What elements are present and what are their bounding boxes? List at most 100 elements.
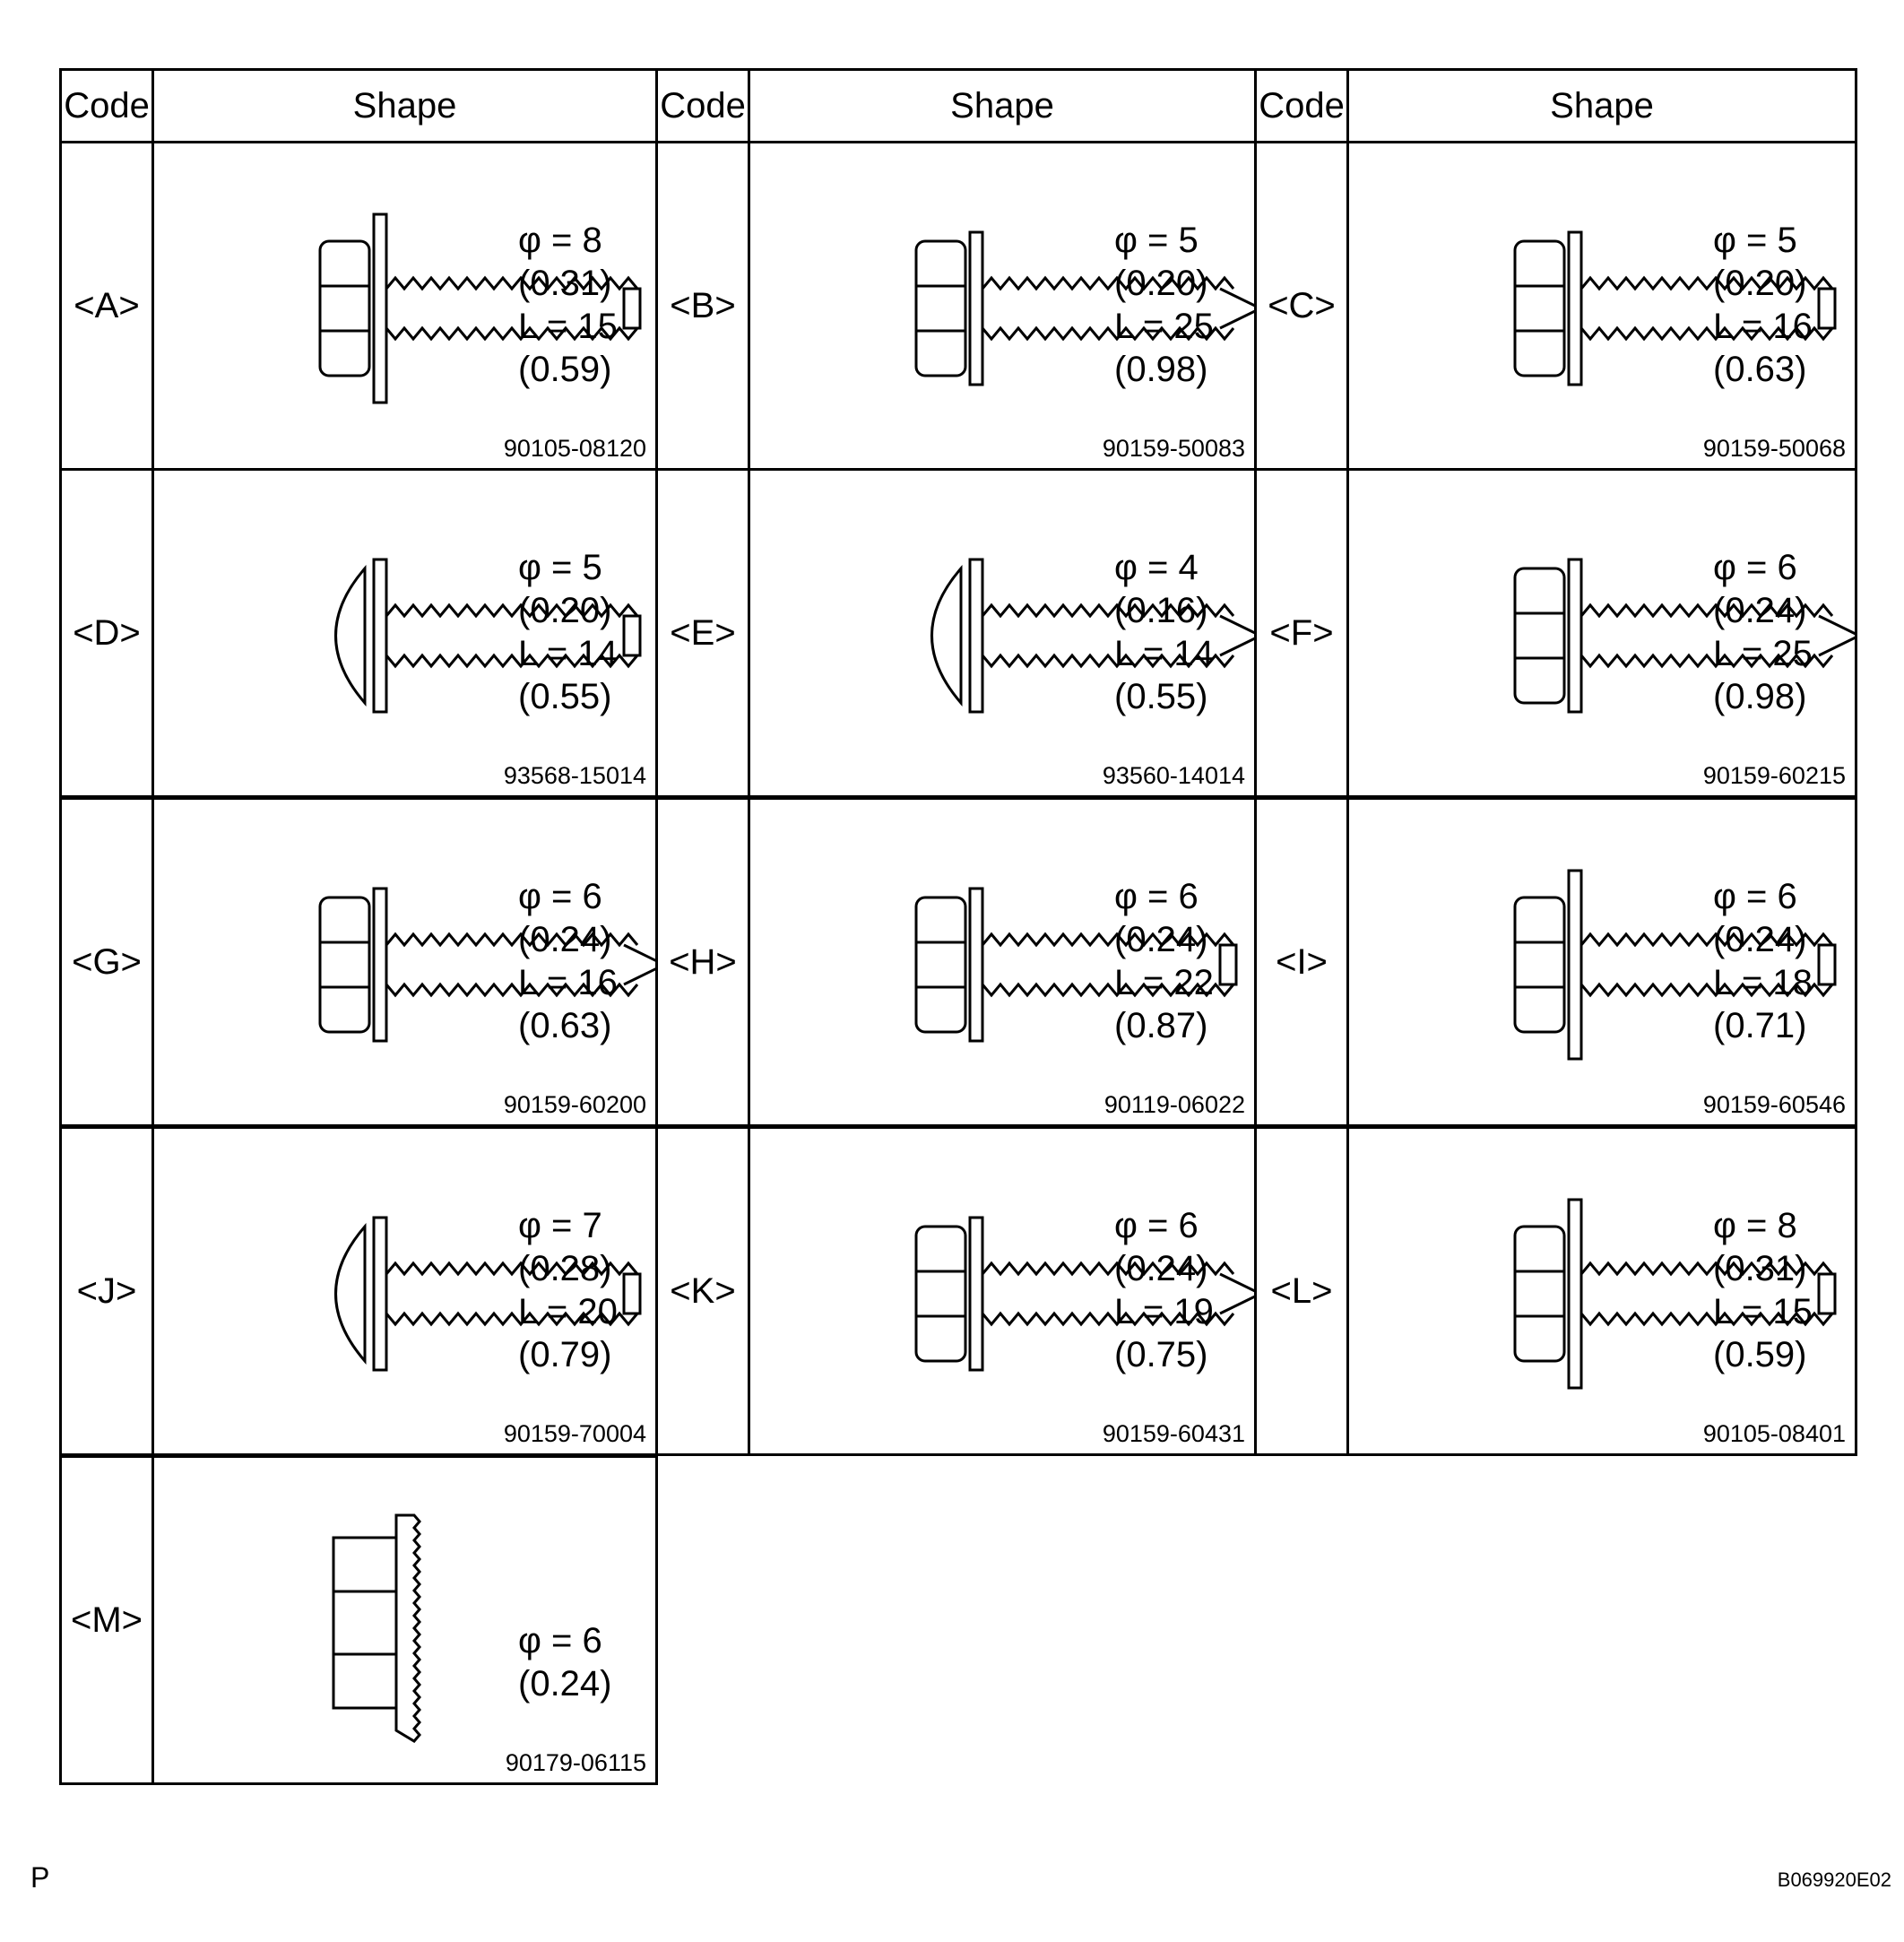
part-number: 90159-60431 [1102, 1420, 1245, 1447]
blunt-tip [1817, 943, 1837, 986]
figure-id: B069920E02 [1777, 1868, 1891, 1891]
washer [968, 230, 984, 386]
spec-len: L = 15 [1713, 1292, 1813, 1331]
spec-phi: φ = 5 [1713, 221, 1797, 260]
spec-phi-in: (0.28) [518, 1249, 612, 1288]
spec-block: φ = 5(0.20)L = 16(0.63) [1713, 219, 1813, 391]
blunt-tip [1817, 1272, 1837, 1315]
spec-block: φ = 6(0.24)L = 16(0.63) [518, 875, 618, 1047]
thread-bottom [1579, 653, 1834, 669]
pan-head [334, 1222, 367, 1365]
spec-phi: φ = 6 [518, 877, 602, 916]
code-cell: <D> [59, 468, 154, 798]
spec-phi: φ = 5 [518, 548, 602, 587]
spec-phi-in: (0.24) [1114, 1249, 1208, 1288]
spec-block: φ = 7(0.28)L = 20(0.79) [518, 1204, 618, 1376]
spec-phi: φ = 6 [1114, 1206, 1199, 1245]
header-code-2: Code [655, 68, 750, 143]
spec-block: φ = 5(0.20)L = 14(0.55) [518, 546, 618, 718]
part-number: 93568-15014 [503, 762, 646, 789]
fastener-drawing [334, 1216, 642, 1372]
part-number: 90159-60546 [1702, 1091, 1846, 1118]
spec-block: φ = 4(0.16)L = 14(0.55) [1114, 546, 1214, 718]
spec-phi: φ = 6 [518, 1621, 602, 1660]
spec-phi-in: (0.20) [518, 591, 612, 630]
pointed-tip [623, 943, 655, 986]
part-number: 90105-08401 [1702, 1420, 1846, 1447]
spec-len: L = 25 [1713, 634, 1813, 673]
thread-top [385, 603, 639, 619]
serrated-flange [394, 1513, 421, 1743]
spec-phi: φ = 8 [518, 221, 602, 260]
pointed-tip [1219, 614, 1254, 657]
spec-block: φ = 8(0.31)L = 15(0.59) [518, 219, 618, 391]
thread-top [385, 1261, 639, 1277]
shape-cell: φ = 4(0.16)L = 14(0.55)93560-14014 [748, 468, 1257, 798]
spec-len: L = 25 [1114, 307, 1214, 346]
hex-head [318, 896, 371, 1034]
hex-head [1513, 1225, 1566, 1363]
shape-cell: φ = 6 (0.24) L = 19 (0.75) 90159-60431 [748, 1126, 1257, 1456]
washer [968, 558, 984, 714]
shape-cell: φ = 6(0.24)90179-06115 [151, 1455, 658, 1785]
shape-cell: φ = 5(0.20)L = 14(0.55)93568-15014 [151, 468, 658, 798]
fastener-illustration [318, 212, 642, 404]
thread-top [981, 603, 1235, 619]
fastener-drawing [318, 212, 642, 404]
pointed-tip [1219, 287, 1254, 330]
spec-len: L = 16 [1713, 307, 1813, 346]
pointed-tip [1219, 1272, 1254, 1315]
thread-bottom [981, 325, 1235, 342]
spec-len: L = 19 [1114, 1292, 1214, 1331]
blunt-tip [1817, 287, 1837, 330]
spec-len: L = 22 [1114, 963, 1214, 1002]
hex-head [1513, 567, 1566, 705]
hex-head [914, 896, 967, 1034]
blunt-tip [622, 614, 642, 657]
fastener-illustration [914, 230, 1254, 386]
hex-head [1513, 896, 1566, 1034]
spec-phi-in: (0.20) [1713, 264, 1807, 303]
code-cell: <G> [59, 797, 154, 1127]
washer [1567, 230, 1583, 386]
fastener-illustration [334, 1216, 642, 1372]
spec-phi-in: (0.20) [1114, 264, 1208, 303]
thread-bottom [981, 982, 1235, 998]
pan-head [334, 564, 367, 707]
washer [1567, 558, 1583, 714]
spec-len-in: (0.63) [518, 1006, 612, 1045]
thread-top [1579, 1261, 1834, 1277]
fastener-table: Code Shape Code Shape Code Shape <A>φ = … [59, 68, 1857, 1785]
spec-len: L = 18 [1713, 963, 1813, 1002]
fastener-drawing [914, 230, 1254, 386]
spec-block: φ = 8(0.31)L = 15(0.59) [1713, 1204, 1813, 1376]
code-cell: <K> [655, 1126, 750, 1456]
spec-len: L = 16 [518, 963, 618, 1002]
thread-bottom [981, 653, 1235, 669]
spec-len-in: (0.59) [1713, 1335, 1807, 1374]
shape-cell: φ = 8(0.31)L = 15(0.59)90105-08120 [151, 141, 658, 471]
washer [1567, 869, 1583, 1061]
washer [372, 558, 388, 714]
shape-cell: φ = 5(0.20)L = 16(0.63)90159-50068 [1346, 141, 1857, 471]
fastener-illustration [332, 1513, 421, 1743]
spec-len: L = 20 [518, 1292, 618, 1331]
hex-head [914, 239, 967, 377]
fastener-drawing [914, 887, 1238, 1043]
shape-cell: φ = 6(0.24)L = 18(0.71)90159-60546 [1346, 797, 1857, 1127]
hex-head [1513, 239, 1566, 377]
washer [968, 1216, 984, 1372]
spec-len-in: (0.59) [518, 350, 612, 389]
part-number: 90119-06022 [1103, 1091, 1245, 1118]
code-cell: <I> [1254, 797, 1349, 1127]
spec-len-in: (0.75) [1114, 1335, 1208, 1374]
spec-len-in: (0.98) [1114, 350, 1208, 389]
spec-len: L = 14 [1114, 634, 1214, 673]
fastener-drawing [930, 558, 1254, 714]
spec-len-in: (0.98) [1713, 677, 1807, 716]
spec-phi: φ = 7 [518, 1206, 602, 1245]
pan-head [930, 564, 963, 707]
washer [372, 887, 388, 1043]
fastener-drawing [332, 1513, 421, 1743]
thread-top [1579, 275, 1834, 291]
